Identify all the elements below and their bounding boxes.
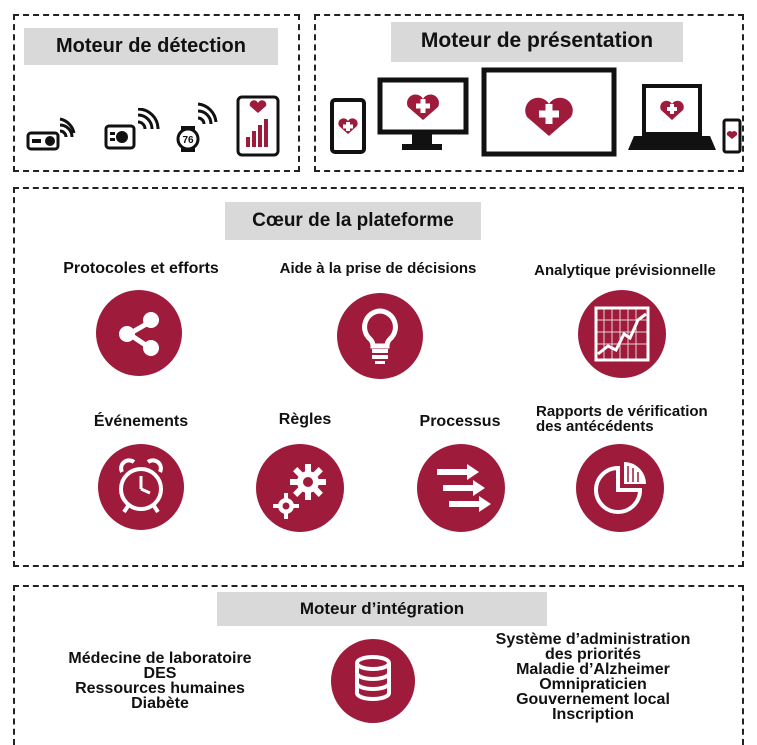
reports-line2: des antécédents bbox=[536, 418, 654, 435]
phone-icon bbox=[722, 118, 742, 154]
presentation-panel bbox=[314, 14, 744, 172]
integration-right-item: des priorités bbox=[544, 646, 642, 663]
item-label-protocols: Protocoles et efforts bbox=[63, 260, 219, 277]
gears-icon bbox=[273, 464, 326, 519]
integration-left-item: DES bbox=[143, 665, 177, 682]
pie-icon bbox=[594, 462, 646, 514]
item-label-rules: Règles bbox=[278, 411, 332, 428]
integration-right-item: Gouvernement local bbox=[516, 691, 670, 708]
large-screen-icon bbox=[481, 67, 617, 157]
item-label-events: Événements bbox=[93, 413, 189, 430]
smartwatch-icon: 76 bbox=[176, 102, 218, 152]
detection-title: Moteur de détection bbox=[24, 28, 278, 65]
analytics-circle bbox=[578, 290, 666, 378]
presentation-title: Moteur de présentation bbox=[391, 22, 683, 62]
integration-title: Moteur d’intégration bbox=[217, 592, 547, 626]
tablet-icon bbox=[330, 98, 366, 154]
integration-left-item: Ressources humaines bbox=[75, 680, 245, 697]
platform-panel bbox=[13, 187, 744, 567]
monitor-device-icon bbox=[104, 108, 160, 150]
presentation-devices bbox=[330, 67, 742, 157]
integration-right-item: Système d’administration bbox=[495, 631, 691, 648]
projector-icon bbox=[26, 117, 76, 151]
laptop-icon bbox=[628, 84, 716, 150]
item-label-decisions: Aide à la prise de décisions bbox=[279, 260, 477, 277]
alarm-clock-icon bbox=[119, 458, 163, 514]
arrows-icon bbox=[437, 464, 491, 512]
reports-line1: Rapports de vérification bbox=[536, 403, 708, 420]
chart-icon bbox=[594, 306, 650, 362]
tablet-chart-icon bbox=[236, 95, 280, 157]
protocols-circle bbox=[96, 290, 182, 376]
item-label-process: Processus bbox=[419, 413, 501, 430]
integration-right-item: Maladie d’Alzheimer bbox=[516, 661, 670, 678]
integration-right-list: Système d’administration des priorités M… bbox=[458, 631, 728, 723]
lightbulb-icon bbox=[362, 308, 398, 364]
integration-right-item: Inscription bbox=[552, 706, 634, 723]
database-icon bbox=[355, 655, 391, 701]
desktop-monitor-icon bbox=[377, 77, 469, 150]
decisions-circle bbox=[337, 293, 423, 379]
integration-left-item: Médecine de laboratoire bbox=[68, 650, 252, 667]
item-label-reports: Rapports de vérification des antécédents bbox=[536, 404, 746, 434]
integration-panel bbox=[13, 585, 744, 745]
watch-badge: 76 bbox=[182, 135, 194, 146]
item-label-analytics: Analytique prévisionnelle bbox=[534, 262, 716, 279]
integration-right-item: Omnipraticien bbox=[539, 676, 647, 693]
integration-left-item: Diabète bbox=[131, 695, 189, 712]
integration-left-list: Médecine de laboratoire DES Ressources h… bbox=[30, 650, 290, 712]
platform-title: Cœur de la plateforme bbox=[225, 202, 481, 240]
share-icon bbox=[119, 312, 159, 356]
detection-panel bbox=[13, 14, 300, 172]
